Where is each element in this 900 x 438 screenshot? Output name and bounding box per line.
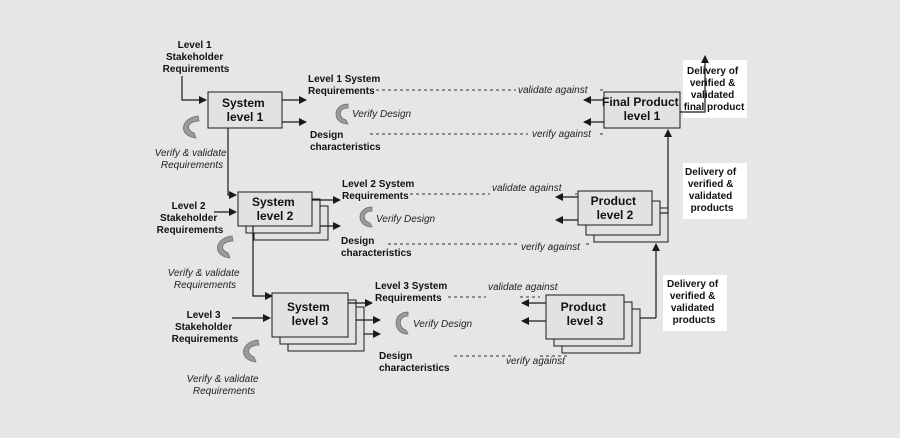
verify-validate-curl-icon-2: [217, 235, 234, 259]
system-level-1-box: [207, 91, 283, 129]
product-level-2-box: [577, 190, 653, 226]
design-characteristics-label-1: Design characteristics: [310, 130, 381, 153]
verify-against-label-1: verify against: [532, 129, 592, 140]
validate-against-label-3: validate against: [488, 282, 559, 293]
verify-validate-label-1: Verify & validate Requirements: [155, 148, 230, 171]
final-product-level-1-box: [603, 91, 681, 129]
validate-against-label-2: validate against: [492, 183, 563, 194]
design-characteristics-label-2: Design characteristics: [341, 236, 412, 259]
product-level-3-box: [545, 294, 625, 340]
verify-validate-label-3: Verify & validate Requirements: [187, 374, 262, 397]
system-2-to-3-arrow: [252, 226, 273, 300]
delivery-label-2: Delivery of verified & validated product…: [685, 167, 739, 214]
stakeholder-label-3: Level 3 Stakeholder Requirements: [172, 310, 239, 345]
delivery-label-bg-3: [663, 275, 727, 331]
system-level-1-label: System level 1: [222, 96, 268, 124]
verify-validate-curl-icon-1: [183, 115, 200, 139]
system-requirements-label-2: Level 2 System Requirements: [342, 179, 417, 202]
delivery-label-3: Delivery of verified & validated product…: [667, 279, 721, 326]
system-requirements-label-3: Level 3 System Requirements: [375, 281, 450, 304]
system-level-3-box: [271, 292, 349, 338]
stakeholder-label-1: Level 1 Stakeholder Requirements: [163, 40, 230, 75]
verify-design-curl-icon-1: [335, 103, 349, 125]
system-level-3-label: System level 3: [287, 300, 333, 328]
delivery-label-bg-1: [683, 60, 747, 118]
verify-validate-label-2: Verify & validate Requirements: [168, 268, 243, 291]
final-delivery-arrow: [680, 55, 709, 113]
system-requirements-label-1: Level 1 System Requirements: [308, 74, 383, 97]
verify-design-label-1: Verify Design: [352, 109, 412, 120]
verify-design-label-2: Verify Design: [376, 214, 436, 225]
stakeholder-arrow-1: [181, 76, 207, 104]
validate-against-label-1: validate against: [518, 85, 589, 96]
design-characteristics-label-3: Design characteristics: [379, 351, 450, 374]
verify-against-label-2: verify against: [521, 242, 581, 253]
verify-against-label-3: verify against: [506, 356, 566, 367]
stakeholder-label-2: Level 2 Stakeholder Requirements: [157, 201, 224, 236]
verify-design-curl-icon-2: [359, 206, 373, 228]
delivery-label-1: Delivery of verified & validated final p…: [684, 66, 745, 113]
delivery-label-bg-2: [683, 163, 747, 219]
system-1-to-2-arrow: [227, 128, 237, 199]
verify-validate-curl-icon-3: [243, 339, 260, 363]
verify-design-curl-icon-3: [395, 311, 409, 335]
final-product-level-1-label: Final Product level 1: [602, 95, 682, 123]
product-level-3-label: Product level 3: [561, 300, 610, 328]
verify-design-label-3: Verify Design: [413, 319, 473, 330]
product-level-2-label: Product level 2: [591, 194, 640, 222]
system-level-2-box: [237, 191, 313, 227]
system-level-2-label: System level 2: [252, 195, 298, 223]
